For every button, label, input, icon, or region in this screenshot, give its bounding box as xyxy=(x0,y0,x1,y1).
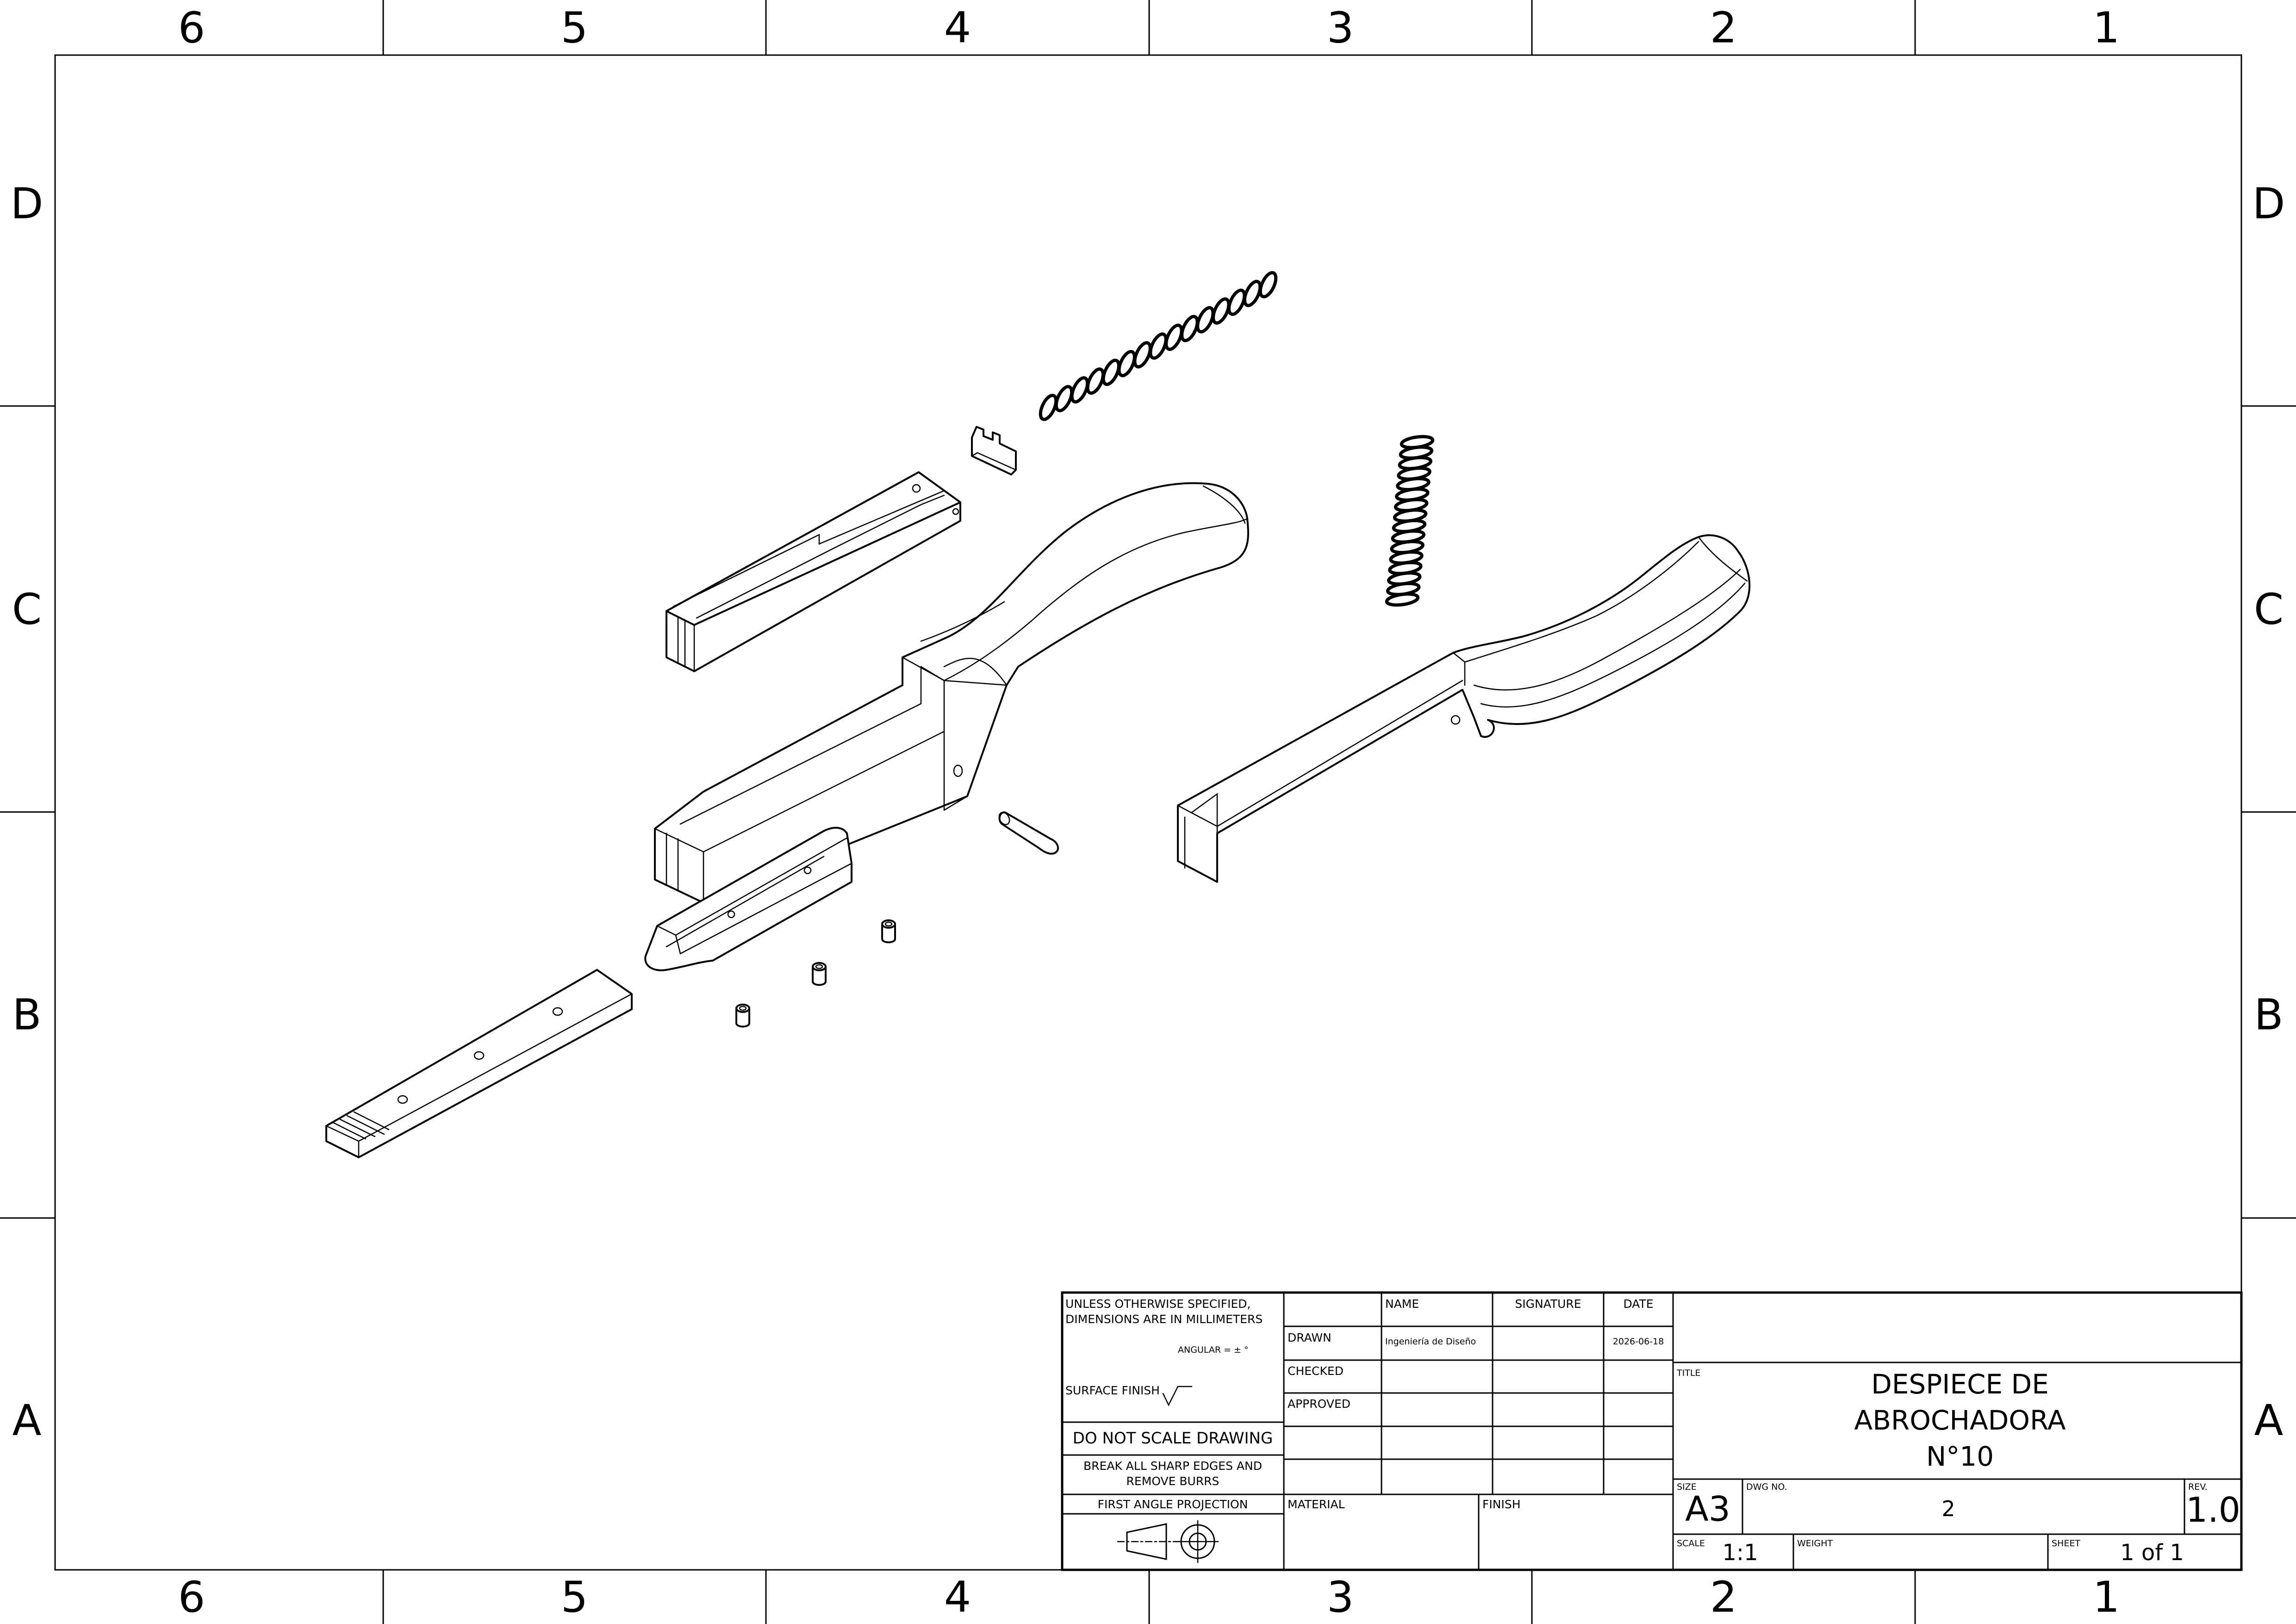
anvil-plate xyxy=(325,969,633,1158)
zone-row-c-right: C xyxy=(2254,585,2284,634)
small-clip xyxy=(971,426,1017,475)
header-name: NAME xyxy=(1385,1297,1419,1311)
zone-row-d: D xyxy=(11,179,44,229)
rev-label: REV. xyxy=(2188,1482,2208,1492)
spring-coil xyxy=(1039,394,1058,421)
note-break-edges-1: BREAK ALL SHARP EDGES AND xyxy=(1083,1459,1262,1473)
rev-value: 1.0 xyxy=(2186,1490,2240,1530)
finish-label: FINISH xyxy=(1482,1498,1521,1511)
rivet xyxy=(881,919,896,943)
zone-row-a-right: A xyxy=(2254,1396,2284,1445)
note-break-edges-2: REMOVE BURRS xyxy=(1126,1474,1220,1488)
drawing-title-line-2: ABROCHADORA xyxy=(1854,1405,2066,1436)
row-approved: APPROVED xyxy=(1288,1397,1350,1411)
zone-col-3: 3 xyxy=(1327,3,1354,53)
zone-col-1-bottom: 1 xyxy=(2093,1573,2120,1622)
dwg-value: 2 xyxy=(1941,1496,1955,1521)
zone-col-1: 1 xyxy=(2093,3,2120,53)
short-spring xyxy=(1385,435,1435,607)
spring-coil xyxy=(1258,271,1278,299)
dwg-label: DWG NO. xyxy=(1746,1482,1787,1492)
row-checked: CHECKED xyxy=(1288,1364,1344,1378)
rivet xyxy=(735,1004,750,1028)
staple-pusher xyxy=(666,471,961,672)
spring-coil xyxy=(1227,288,1246,316)
hinge-pin xyxy=(998,811,1059,855)
title-block: UNLESS OTHERWISE SPECIFIED, DIMENSIONS A… xyxy=(1061,1291,2243,1571)
zone-row-a: A xyxy=(12,1396,42,1445)
zone-labels-top: 6 5 4 3 2 1 xyxy=(178,3,2120,53)
zone-col-4-bottom: 4 xyxy=(944,1573,971,1622)
header-signature: SIGNATURE xyxy=(1515,1297,1581,1311)
note-projection: FIRST ANGLE PROJECTION xyxy=(1098,1498,1248,1511)
sheet-value: 1 of 1 xyxy=(2120,1540,2184,1566)
surface-finish-symbol xyxy=(1162,1386,1193,1406)
zone-row-c: C xyxy=(12,585,42,634)
spring-coil xyxy=(1117,350,1136,377)
material-label: MATERIAL xyxy=(1288,1498,1345,1511)
spring-coil xyxy=(1212,297,1231,325)
base-channel xyxy=(644,827,852,971)
note-line-1: UNLESS OTHERWISE SPECIFIED, xyxy=(1065,1297,1251,1311)
drawing-title-line-3: N°10 xyxy=(1926,1441,1994,1472)
zone-col-6-bottom: 6 xyxy=(178,1573,205,1622)
zone-labels-right: D C B A xyxy=(2252,179,2285,1445)
scale-value: 1:1 xyxy=(1722,1540,1758,1566)
sheet-label: SHEET xyxy=(2052,1538,2080,1549)
row-drawn: DRAWN xyxy=(1288,1331,1332,1344)
long-spring xyxy=(1039,271,1278,421)
first-angle-projection-icon xyxy=(1117,1520,1219,1563)
zone-row-b-right: B xyxy=(2254,990,2283,1040)
spring-coil xyxy=(1070,376,1089,404)
spring-coil xyxy=(1243,280,1262,307)
zone-row-d-right: D xyxy=(2252,179,2285,229)
weight-label: WEIGHT xyxy=(1797,1538,1833,1549)
scale-label: SCALE xyxy=(1677,1538,1705,1549)
zone-col-5: 5 xyxy=(561,3,588,53)
spring-coil xyxy=(1196,306,1215,334)
spring-coil xyxy=(1385,592,1420,607)
spring-coil xyxy=(1086,367,1105,395)
drawing-frame xyxy=(54,54,2242,1571)
drawn-name: Ingeniería de Diseño xyxy=(1385,1337,1476,1347)
spring-coil xyxy=(1101,358,1120,386)
zone-labels-left: D C B A xyxy=(11,179,44,1445)
zone-labels-bottom: 6 5 4 3 2 1 xyxy=(178,1573,2120,1622)
note-angular: ANGULAR = ± ° xyxy=(1178,1345,1249,1355)
spring-coil xyxy=(1133,341,1152,369)
spring-coil xyxy=(1180,315,1199,343)
header-date: DATE xyxy=(1623,1297,1653,1311)
upper-arm xyxy=(654,482,1249,904)
spring-coil xyxy=(1054,385,1074,412)
spring-coil xyxy=(1164,324,1183,351)
zone-col-2: 2 xyxy=(1710,3,1737,53)
drawn-date: 2026-06-18 xyxy=(1613,1337,1664,1347)
note-surface-finish: SURFACE FINISH xyxy=(1065,1384,1160,1397)
size-value: A3 xyxy=(1685,1489,1730,1529)
note-line-2: DIMENSIONS ARE IN MILLIMETERS xyxy=(1065,1312,1263,1326)
zone-row-b: B xyxy=(12,990,41,1040)
rivet xyxy=(812,962,827,986)
zone-col-5-bottom: 5 xyxy=(561,1573,588,1622)
zone-col-6: 6 xyxy=(178,3,205,53)
spring-coil xyxy=(1149,332,1168,360)
drawing-title-line-1: DESPIECE DE xyxy=(1871,1368,2049,1400)
rivets xyxy=(735,919,896,1028)
title-label: TITLE xyxy=(1676,1368,1700,1378)
note-do-not-scale: DO NOT SCALE DRAWING xyxy=(1073,1429,1273,1448)
exploded-view xyxy=(325,271,1751,1158)
lower-arm xyxy=(1177,534,1751,883)
zone-col-4: 4 xyxy=(944,3,971,53)
zone-col-2-bottom: 2 xyxy=(1710,1573,1737,1622)
zone-col-3-bottom: 3 xyxy=(1327,1573,1354,1622)
size-label: SIZE xyxy=(1677,1482,1697,1492)
